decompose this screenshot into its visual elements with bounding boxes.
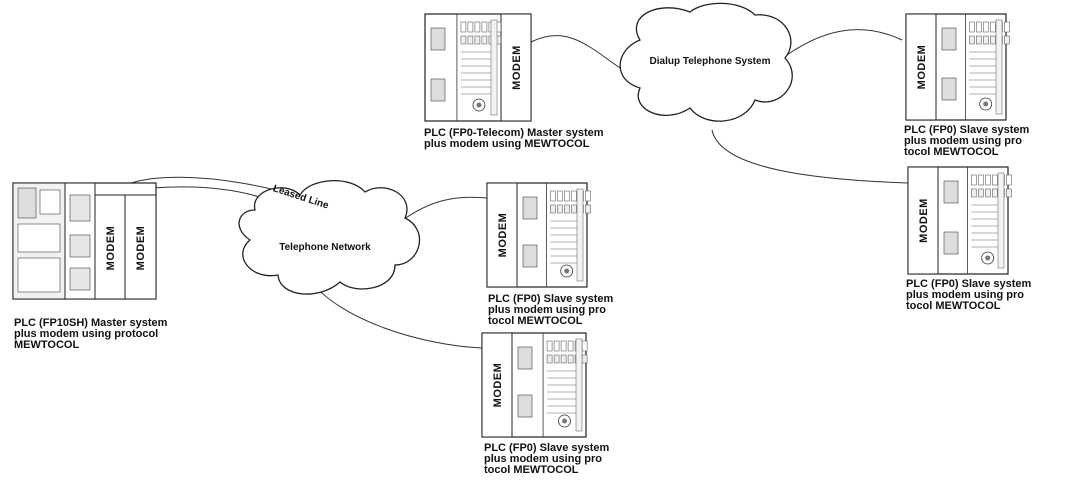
- dialup-cloud-label: Dialup Telephone System: [650, 56, 771, 67]
- modem-label: MODEM: [918, 198, 930, 243]
- line-dialup-to-slave-top: [779, 29, 903, 61]
- modem-label-master-1: MODEM: [105, 226, 117, 271]
- modem-label-master-2: MODEM: [135, 226, 147, 271]
- unit-slave-mid-right: MODEM: [907, 166, 1012, 275]
- unit-slave-top-right: MODEM: [905, 13, 1010, 121]
- caption-master-telecom: PLC (FP0-Telecom) Master system plus mod…: [424, 127, 604, 150]
- modem-label: MODEM: [916, 45, 928, 90]
- caption-slave-mid-right: PLC (FP0) Slave system plus modem using …: [906, 278, 1032, 312]
- unit-master-telecom: MODEM: [424, 13, 532, 122]
- modem-label: MODEM: [492, 363, 504, 408]
- unit-slave-center-2: MODEM: [481, 332, 588, 438]
- caption-slave-center-2: PLC (FP0) Slave system plus modem using …: [484, 442, 610, 476]
- modem-label: MODEM: [497, 213, 509, 258]
- caption-slave-center-1: PLC (FP0) Slave system plus modem using …: [488, 293, 614, 327]
- master-plc-fp10sh: MODEM MODEM: [12, 182, 157, 300]
- unit-slave-center-1: MODEM: [486, 182, 591, 288]
- line-telephone-to-slave-c2: [309, 279, 483, 349]
- caption-slave-top-right: PLC (FP0) Slave system plus modem using …: [904, 124, 1030, 158]
- telephone-cloud-label: Telephone Network: [279, 242, 371, 253]
- plc-units: MODEM MODEM MODEM MODEM MODEM: [424, 13, 1012, 438]
- line-dialup-to-slave-mid: [711, 129, 909, 184]
- modem-label: MODEM: [511, 45, 523, 90]
- dialup-cloud: Dialup Telephone System: [619, 2, 793, 122]
- line-telephone-to-slave-c1: [399, 196, 488, 223]
- telephone-cloud: Telephone Network: [238, 180, 421, 295]
- caption-master-fp10sh: PLC (FP10SH) Master system plus modem us…: [14, 317, 168, 351]
